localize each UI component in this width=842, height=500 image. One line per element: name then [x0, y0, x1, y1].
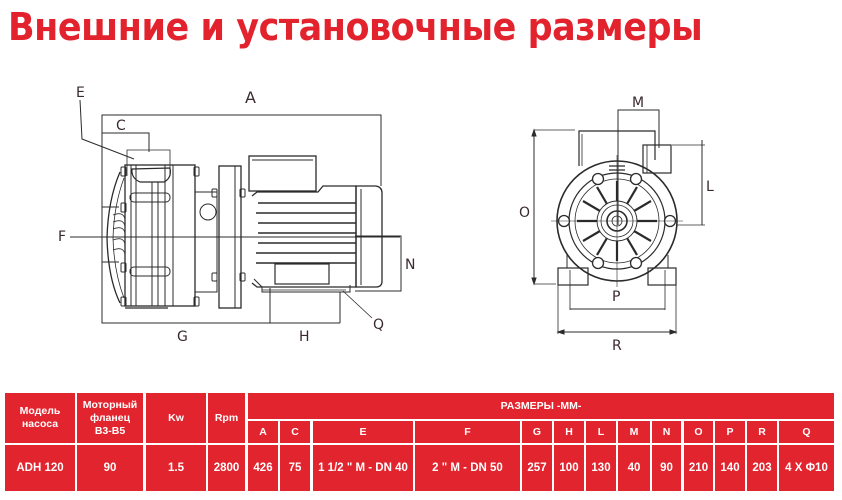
header-col-F: F	[415, 421, 520, 443]
cell-L: 130	[586, 445, 616, 491]
dim-label-P: P	[612, 289, 621, 305]
cell-R: 203	[747, 445, 777, 491]
header-col-H: H	[554, 421, 584, 443]
header-col-N: N	[652, 421, 681, 443]
header-col-C: C	[280, 421, 310, 443]
dim-label-F: F	[58, 229, 67, 245]
cell-model: ADH 120	[5, 445, 75, 491]
side-view-drawing	[70, 99, 402, 324]
cell-motor-flange: 90	[77, 445, 143, 491]
dim-label-A: A	[245, 88, 256, 107]
header-col-M: M	[618, 421, 650, 443]
dim-label-M: M	[632, 95, 645, 111]
page-title: Внешние и установочные размеры	[8, 5, 703, 49]
header-col-L: L	[586, 421, 616, 443]
cell-A: 426	[248, 445, 278, 491]
dim-label-C: C	[116, 118, 126, 134]
dim-label-L: L	[706, 179, 714, 195]
header-col-O: O	[684, 421, 713, 443]
header-dimensions-group: РАЗМЕРЫ -ММ-	[248, 393, 834, 419]
header-col-E: E	[313, 421, 413, 443]
header-col-P: P	[715, 421, 745, 443]
header-model: Модель насоса	[5, 393, 75, 443]
dim-label-H: H	[299, 329, 310, 345]
cell-Q: 4 X Φ10	[779, 445, 834, 491]
cell-F: 2 " M - DN 50	[415, 445, 520, 491]
cell-kw: 1.5	[146, 445, 206, 491]
dim-label-Q: Q	[373, 317, 385, 333]
header-rpm: Rpm	[208, 393, 245, 443]
cell-P: 140	[715, 445, 745, 491]
dim-label-G: G	[177, 329, 188, 345]
cell-M: 40	[618, 445, 650, 491]
dim-label-N: N	[405, 257, 416, 273]
header-motor-flange: Моторный фланец B3-B5	[77, 393, 143, 443]
dim-label-R: R	[612, 338, 622, 354]
header-col-Q: Q	[779, 421, 834, 443]
dim-label-E: E	[76, 85, 85, 101]
header-col-A: A	[248, 421, 278, 443]
front-view-drawing	[531, 109, 705, 335]
dim-label-O: O	[519, 205, 531, 221]
cell-O: 210	[684, 445, 713, 491]
header-col-R: R	[747, 421, 777, 443]
header-kw: Kw	[146, 393, 206, 443]
cell-rpm: 2800	[208, 445, 245, 491]
cell-G: 257	[522, 445, 552, 491]
cell-H: 100	[554, 445, 584, 491]
header-col-G: G	[522, 421, 552, 443]
cell-N: 90	[652, 445, 681, 491]
cell-E: 1 1/2 " M - DN 40	[313, 445, 413, 491]
cell-C: 75	[280, 445, 310, 491]
